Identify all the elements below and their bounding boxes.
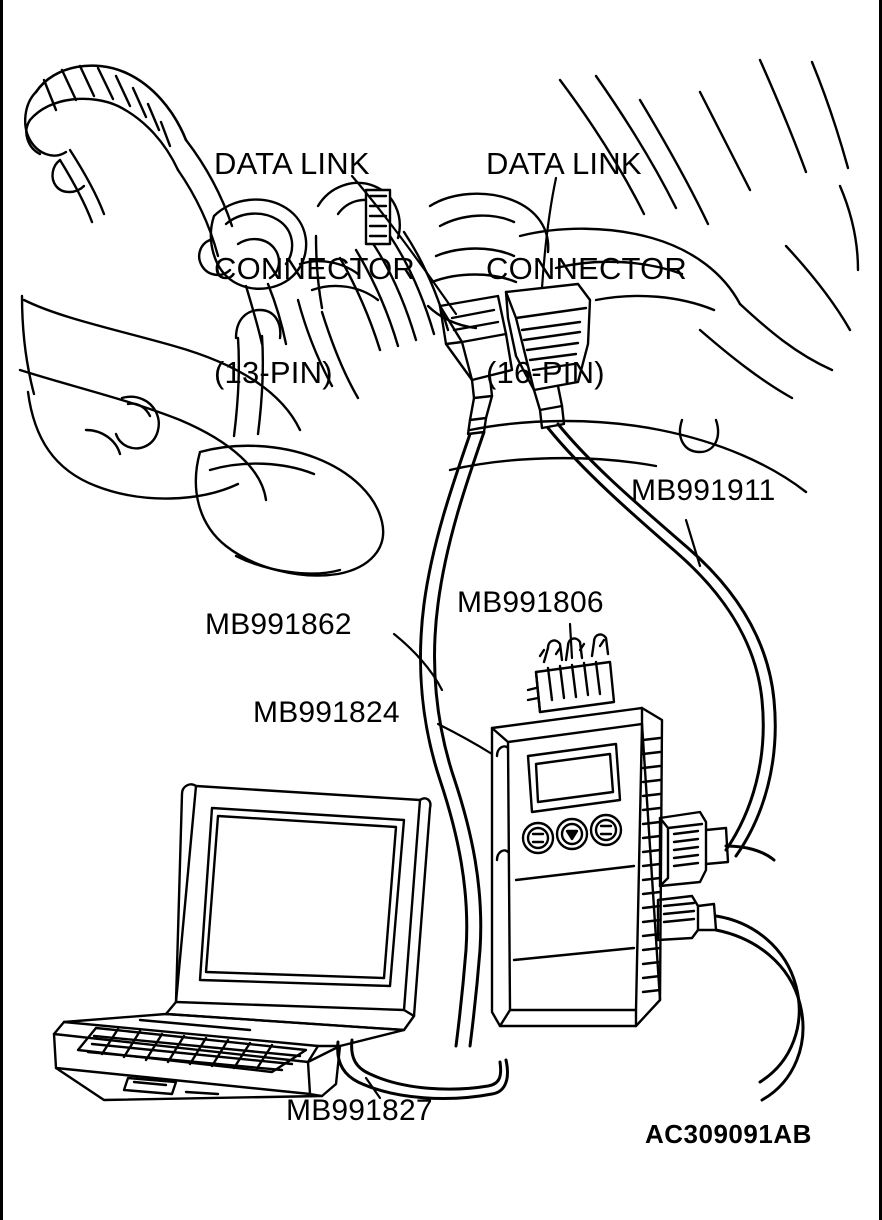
label-dlc16-line3: (16-PIN) [486, 354, 605, 390]
label-dlc16-line2: CONNECTOR [486, 250, 688, 286]
label-data-link-connector-13pin: DATA LINK CONNECTOR (13-PIN) [214, 78, 415, 460]
vehicle-communication-interface [490, 633, 730, 1028]
cable-vci-to-right-bottom [714, 844, 805, 1102]
cable-mb991827 [336, 1038, 509, 1100]
cable-mb991862 [419, 430, 486, 1048]
label-part-mb991806: MB991806 [457, 586, 604, 619]
label-part-mb991824: MB991824 [253, 696, 400, 729]
label-part-mb991911: MB991911 [631, 474, 776, 507]
label-dlc16-line1: DATA LINK [486, 146, 642, 182]
laptop-computer [52, 783, 432, 1102]
label-part-mb991862: MB991862 [205, 608, 352, 641]
connector-16pin-plug [504, 282, 592, 430]
label-data-link-connector-16pin: DATA LINK CONNECTOR (16-PIN) [486, 78, 687, 460]
leader-lines [350, 174, 702, 1100]
figure-reference-code: AC309091AB [645, 1119, 812, 1149]
label-dlc13-line3: (13-PIN) [214, 354, 333, 390]
label-part-mb991827: MB991827 [286, 1094, 433, 1127]
label-dlc13-line1: DATA LINK [214, 146, 370, 182]
cable-mb991911 [546, 422, 777, 858]
label-dlc13-line2: CONNECTOR [214, 250, 416, 286]
connector-13pin-plug [438, 294, 514, 436]
vehicle-underdash-illustration [18, 58, 860, 577]
